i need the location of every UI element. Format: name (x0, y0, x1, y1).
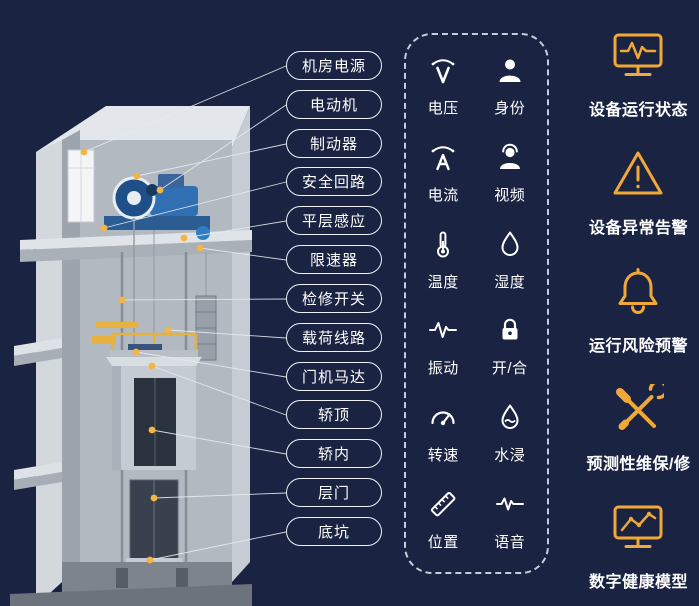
hotspot-motor: 电动机 (286, 90, 382, 119)
sensor-label: 转速 (427, 447, 459, 465)
voice-wave-icon (495, 489, 525, 524)
sensor-label: 位置 (427, 534, 459, 552)
brake-disc (146, 184, 158, 196)
sensor-label: 视频 (494, 186, 526, 204)
door-operator (128, 344, 162, 352)
sensor-label: 振动 (427, 360, 459, 378)
humidity-droplet-icon (495, 229, 525, 264)
car-roof (106, 357, 202, 366)
sensor-label: 语音 (494, 534, 526, 552)
landing-slab-top (14, 462, 62, 480)
sensor-label: 电压 (427, 99, 459, 117)
sensor-identity: 身份 (494, 55, 525, 118)
rail-bracket (96, 322, 138, 328)
sensor-open-close: 开/合 (492, 315, 528, 378)
speed-gauge-icon (428, 402, 458, 437)
elevator-cutaway-illustration (10, 106, 252, 606)
hotspot-speed-governor: 限速器 (286, 245, 382, 274)
sensor-label: 开/合 (491, 360, 528, 378)
sensor-voltage: 电压 (428, 55, 459, 118)
sensor-voice: 语音 (494, 489, 525, 552)
pit-buffer (116, 568, 128, 588)
hotspot-inspection-switch: 检修开关 (286, 284, 382, 313)
rail-bracket (92, 336, 116, 344)
feature-label: 数字健康模型 (588, 574, 688, 591)
feature-label: 设备运行状态 (588, 102, 688, 119)
feature-device-status: 设备运行状态 (589, 30, 688, 120)
vibration-wave-icon (428, 315, 458, 350)
voltage-meter-icon (428, 55, 458, 90)
sensor-vibration: 振动 (428, 315, 459, 378)
feature-label: 运行风险预警 (588, 338, 688, 355)
sensor-speed: 转速 (428, 402, 459, 465)
sensor-panel: 电压 身份 电流 (404, 33, 549, 574)
sensor-label: 身份 (494, 99, 526, 117)
sensor-label: 湿度 (494, 273, 526, 291)
landing-slab-top (14, 338, 62, 356)
shaft-left-outer-wall (36, 140, 62, 606)
car-top-railing (110, 332, 198, 352)
landing-slab-edge (14, 348, 62, 366)
landing-slab-edge (14, 472, 62, 490)
base-slab (10, 584, 252, 606)
hotspot-pit: 底坑 (286, 517, 382, 546)
sensor-temperature: 温度 (428, 229, 459, 292)
sensor-video: 视频 (494, 142, 525, 205)
feature-device-alarm: 设备异常告警 (589, 148, 688, 238)
door-sill (126, 558, 182, 563)
hotspot-leveling-sensor: 平层感应 (286, 206, 382, 235)
position-ruler-icon (428, 489, 458, 524)
machine-bedplate (104, 216, 210, 230)
feature-risk-warning: 运行风险预警 (589, 266, 688, 356)
feature-predictive-maintenance: 预测性维保/修 (586, 379, 691, 474)
hotspot-door-motor: 门机马达 (286, 362, 382, 391)
water-flood-icon (495, 402, 525, 437)
sensor-label: 电流 (427, 186, 459, 204)
current-meter-icon (428, 142, 458, 177)
hotspot-landing-door: 层门 (286, 478, 382, 507)
identity-person-icon (495, 55, 525, 90)
predictive-maintenance-tools-icon (612, 379, 669, 441)
temperature-icon (428, 229, 458, 264)
governor-ball (196, 226, 210, 240)
sensor-humidity: 湿度 (494, 229, 525, 292)
feature-column: 设备运行状态 设备异常告警 运行风险预警 (578, 30, 699, 592)
pit-buffer (176, 568, 188, 588)
hotspot-brake: 制动器 (286, 129, 382, 158)
video-person-icon (495, 142, 525, 177)
sensor-position: 位置 (428, 489, 459, 552)
feature-label: 设备异常告警 (588, 220, 688, 237)
open-close-lock-icon (495, 315, 525, 350)
car-crosshead (110, 350, 198, 357)
sensor-label: 温度 (427, 273, 459, 291)
feature-digital-health-model: 数字健康模型 (589, 502, 688, 592)
risk-warning-bell-icon (612, 266, 664, 323)
sheave-hub (127, 191, 141, 205)
sensor-label: 水浸 (494, 447, 526, 465)
sensor-water-flood: 水浸 (494, 402, 525, 465)
device-alarm-warning-icon (612, 148, 664, 205)
hotspot-car-top: 轿顶 (286, 400, 382, 429)
feature-label: 预测性维保/修 (586, 456, 691, 473)
machine-room-floor-edge (20, 240, 252, 262)
hotspot-car-inside: 轿内 (286, 439, 382, 468)
device-status-monitor-icon (612, 30, 664, 87)
hotspot-machine-room-power: 机房电源 (286, 51, 382, 80)
sensor-current: 电流 (428, 142, 459, 205)
car-body-shading (112, 366, 121, 470)
hotspot-safety-circuit: 安全回路 (286, 167, 382, 196)
digital-health-model-icon (612, 502, 664, 559)
hotspot-load-circuit: 载荷线路 (286, 323, 382, 352)
motor-top-box (158, 174, 184, 188)
shaft-right-face (232, 106, 250, 582)
